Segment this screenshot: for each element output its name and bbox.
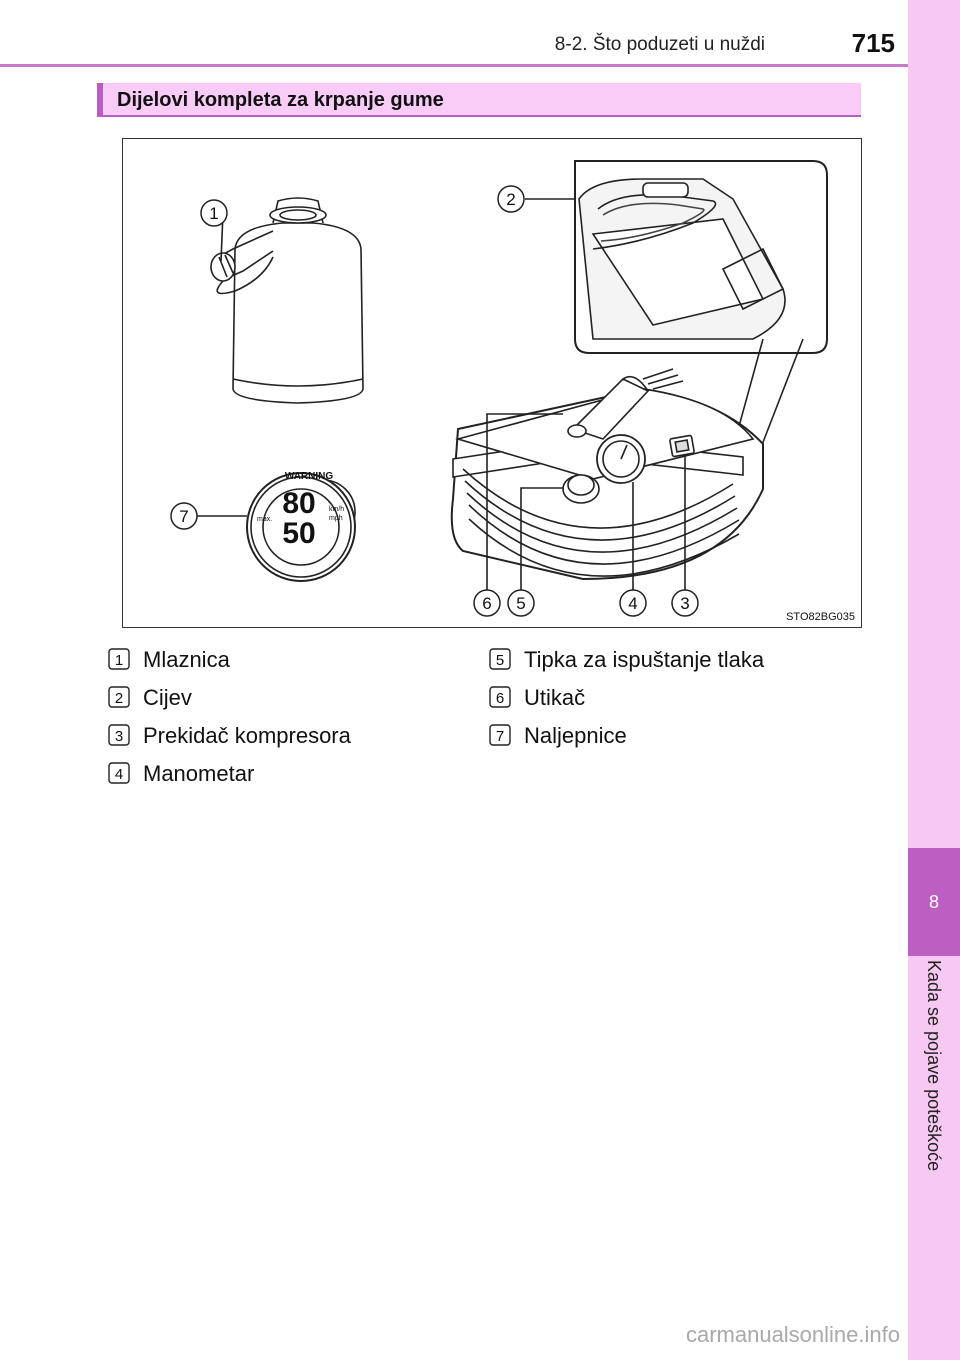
legend-label: Cijev [143, 685, 192, 710]
svg-text:2: 2 [115, 690, 123, 707]
legend-label: Manometar [143, 761, 255, 786]
svg-text:4: 4 [115, 766, 123, 783]
chapter-title-vertical: Kada se pojave poteškoće [924, 960, 944, 1172]
svg-text:7: 7 [496, 728, 504, 745]
legend-number-badge: 3 [108, 724, 130, 746]
watermark: carmanualsonline.info [685, 1322, 900, 1347]
legend-item: 6 Utikač [489, 683, 889, 713]
legend-item: 4 Manometar [108, 759, 448, 789]
svg-text:5: 5 [496, 652, 504, 669]
callout-6: 6 [482, 594, 491, 613]
repair-kit-illustration: 1 2 3 4 5 6 7 WARNING 80 50 km/h mph max… [122, 138, 862, 628]
side-tab-background-top [908, 0, 960, 848]
sticker-speed-kmh: 80 [282, 487, 315, 520]
callout-1: 1 [209, 204, 218, 223]
legend-label: Prekidač kompresora [143, 723, 351, 748]
figure-code: STO82BG035 [786, 611, 855, 623]
header-divider [0, 64, 908, 67]
callout-7: 7 [179, 507, 188, 526]
callout-3: 3 [680, 594, 689, 613]
legend-item: 1 Mlaznica [108, 645, 448, 675]
legend-number-badge: 2 [108, 686, 130, 708]
legend-item: 2 Cijev [108, 683, 448, 713]
callout-5: 5 [516, 594, 525, 613]
svg-text:6: 6 [496, 690, 504, 707]
sticker-unit-mph: mph [329, 515, 343, 522]
callout-2: 2 [506, 190, 515, 209]
legend-number-badge: 4 [108, 762, 130, 784]
legend-item: 3 Prekidač kompresora [108, 721, 448, 751]
legend-label: Utikač [524, 685, 586, 710]
page-number: 715 [851, 28, 895, 58]
svg-text:3: 3 [115, 728, 123, 745]
side-tab-background-bottom [908, 956, 960, 1360]
svg-text:1: 1 [115, 652, 123, 669]
sticker-speed-mph: 50 [282, 517, 315, 550]
header-section-title: 8-2. Što poduzeti u nuždi [554, 34, 765, 55]
sticker-unit-kmh: km/h [329, 506, 344, 513]
sticker-warning-text: WARNING [285, 471, 334, 482]
chapter-number-tab: 8 [908, 848, 960, 956]
legend-number-badge: 1 [108, 648, 130, 670]
legend-item: 7 Naljepnice [489, 721, 889, 751]
legend-number-badge: 7 [489, 724, 511, 746]
sticker-max-label: max. [257, 516, 272, 523]
illustration-drawing: 1 2 3 4 5 6 7 WARNING 80 50 km/h mph max… [170, 160, 828, 617]
legend-label: Naljepnice [524, 723, 627, 748]
legend-item: 5 Tipka za ispuštanje tlaka [489, 645, 889, 675]
legend-label: Tipka za ispuštanje tlaka [524, 647, 765, 672]
legend-number-badge: 6 [489, 686, 511, 708]
section-heading: Dijelovi kompleta za krpanje gume [97, 83, 861, 117]
legend-number-badge: 5 [489, 648, 511, 670]
legend-label: Mlaznica [143, 647, 230, 672]
callout-4: 4 [628, 594, 637, 613]
